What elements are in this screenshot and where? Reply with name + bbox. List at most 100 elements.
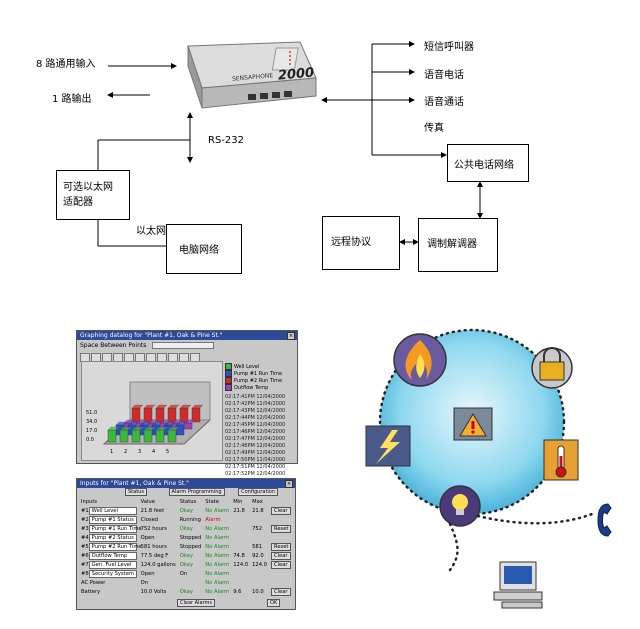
row-value: Open — [140, 534, 155, 541]
y-tick-label: 34.0 — [86, 419, 97, 425]
input-name-field[interactable]: Pump #2 Status — [88, 533, 137, 542]
input-name-field[interactable]: Well Level — [88, 506, 137, 515]
battery-clear-button[interactable]: Clear — [270, 587, 291, 596]
input-name-field[interactable]: Pump #2 Run Time — [88, 542, 142, 551]
input-name-field[interactable]: Pump #1 Status — [88, 515, 137, 524]
input-name-field[interactable]: Security System — [88, 569, 137, 578]
ac-power-value: On — [140, 579, 149, 586]
close-icon[interactable]: × — [287, 332, 295, 340]
tab-status[interactable]: Status — [125, 488, 147, 496]
x-tick-label: 5 — [166, 449, 169, 455]
row-value: 21.8 feet — [140, 507, 165, 514]
input-name-field[interactable]: Pump #1 Run Time — [88, 524, 142, 533]
row-max — [250, 515, 269, 524]
row-min: 21.8 — [233, 507, 245, 514]
warning-icon — [453, 407, 493, 441]
header-state: State — [205, 498, 219, 505]
clear-alarms-button[interactable]: Clear Alarms — [177, 599, 215, 607]
row-value: 77.5 deg F — [140, 552, 169, 559]
time-entry: 02:17:49PM 12/04/2000 — [225, 450, 286, 456]
computer-icon — [493, 561, 543, 609]
row-max: 752 — [252, 525, 262, 532]
sensaphone-device: SENSAPHONE 2000 — [178, 38, 318, 110]
row-status: Okay — [179, 552, 193, 559]
time-entry: 02:17:44PM 12/04/2000 — [225, 415, 286, 421]
phone-icon — [597, 503, 612, 537]
row-min — [231, 569, 250, 578]
tab-configuration[interactable]: Configuration — [238, 488, 279, 496]
input-name-field[interactable]: Outflow Temp — [88, 551, 137, 560]
bar-top — [131, 426, 144, 431]
space-label: Space Between Points — [80, 342, 147, 349]
pstn-box: 公共电话网络 — [447, 144, 529, 182]
ac-power-state: No Alarm — [205, 579, 230, 586]
bar-top — [115, 421, 128, 426]
row-status: On — [179, 570, 188, 577]
row-status: Okay — [179, 525, 193, 532]
inputs-window: Inputs for "Plant #1, Oak & Pine St." × … — [76, 478, 296, 610]
row-number: #1 — [81, 507, 89, 514]
row-action-button[interactable]: Reset — [270, 524, 292, 533]
row-min: 74.8 — [233, 552, 245, 559]
time-entry: 02:17:52PM 12/04/2000 — [225, 471, 286, 477]
monitoring-illustration — [365, 328, 612, 609]
header-inputs: Inputs — [81, 498, 98, 505]
time-entry: 02:17:50PM 12/04/2000 — [225, 457, 286, 463]
bar-top — [131, 404, 144, 409]
row-value: Closed — [140, 516, 159, 523]
table-row: AC Power On No Alarm — [79, 578, 293, 587]
time-entry: 02:17:43PM 12/04/2000 — [225, 408, 286, 414]
graph-window-title: Graphing datalog for "Plant #1, Oak & Pi… — [77, 331, 297, 340]
space-slider[interactable] — [152, 342, 215, 349]
input-name-field[interactable]: Gen. Fuel Level — [88, 560, 137, 569]
lightbulb-icon — [439, 485, 481, 527]
thermometer-icon — [543, 439, 579, 481]
bar-top — [119, 426, 132, 431]
row-action-button[interactable]: Clear — [270, 551, 291, 560]
right-item-voice-phone: 语音电话 — [424, 70, 464, 81]
time-entry: 02:17:46PM 12/04/2000 — [225, 429, 286, 435]
bar-top — [155, 404, 168, 409]
row-state: No Alarm — [205, 552, 230, 559]
row-state: No Alarm — [205, 507, 230, 514]
bar-top — [191, 404, 204, 409]
bar — [155, 429, 165, 443]
row-min — [231, 542, 250, 551]
time-entry: 02:17:48PM 12/04/2000 — [225, 443, 286, 449]
right-item-fax: 传真 — [424, 123, 444, 134]
bar — [175, 424, 185, 436]
rs232-label: RS-232 — [208, 135, 244, 146]
y-tick-label: 51.0 — [86, 410, 97, 416]
row-action-button[interactable]: Clear — [270, 560, 291, 569]
graph-window: Graphing datalog for "Plant #1, Oak & Pi… — [76, 330, 298, 484]
legend-swatch — [225, 370, 232, 377]
time-entry: 02:17:42PM 12/04/2000 — [225, 401, 286, 407]
time-entry: 02:17:45PM 12/04/2000 — [225, 422, 286, 428]
bar — [107, 429, 117, 443]
inputs-tabs: Status Alarm Programming Configuration — [125, 488, 279, 496]
ok-button[interactable]: OK — [267, 599, 281, 607]
computer-network-box: 电脑网络 — [166, 224, 242, 274]
row-number: #8 — [81, 570, 89, 577]
table-header: Inputs Value Status State Min Max — [79, 497, 293, 506]
close-icon[interactable]: × — [285, 480, 293, 488]
row-action-button[interactable]: Clear — [270, 506, 291, 515]
remote-protocol-label: 远程协议 — [331, 237, 371, 248]
tab-alarm-programming[interactable]: Alarm Programming — [168, 488, 225, 496]
y-tick-label: 0.0 — [86, 437, 94, 443]
row-action-button[interactable]: Reset — [270, 542, 292, 551]
row-min: 124.0 — [233, 561, 249, 568]
row-status: Running — [179, 516, 201, 523]
ac-power-label: AC Power — [81, 579, 106, 586]
fire-icon — [393, 333, 447, 387]
legend-label: Pump #1 Run Time — [234, 371, 283, 377]
row-max: 21.8 — [252, 507, 264, 514]
row-state: No Alarm — [205, 561, 230, 568]
legend-item: Pump #2 Run Time — [225, 377, 293, 384]
time-entry: 02:17:47PM 12/04/2000 — [225, 436, 286, 442]
